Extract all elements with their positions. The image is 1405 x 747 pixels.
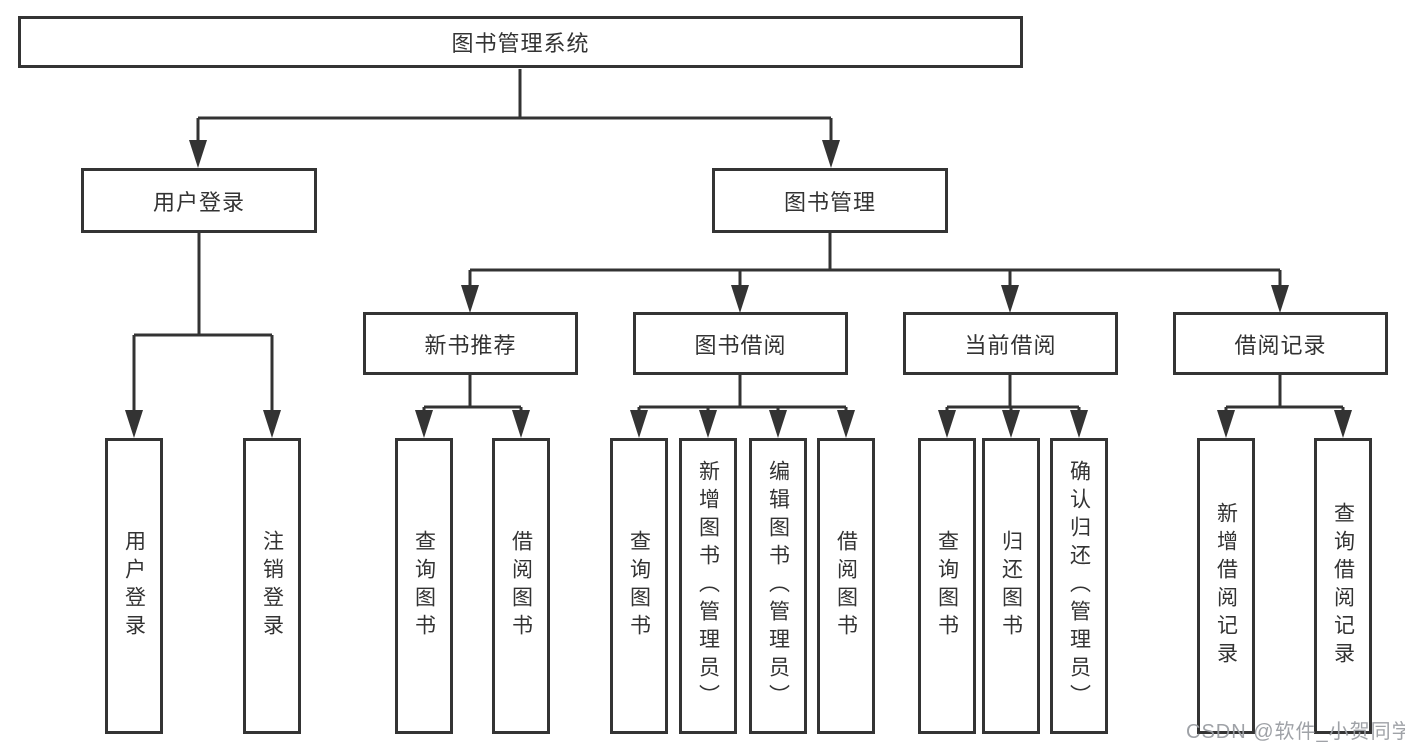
leaf-logout-label: 注销登录 [260,530,284,642]
node-new-book-recommend-label: 新书推荐 [424,332,517,358]
leaf-borrow-books-label: 借阅图书 [834,530,858,642]
node-current-borrowing-label: 当前借阅 [964,332,1057,358]
leaf-confirm-return-admin: 确认归还（管理员） [1050,438,1108,734]
leaf-query-books-recommend: 查询图书 [395,438,453,734]
leaf-user-login-label: 用户登录 [122,530,146,642]
leaf-borrow-books: 借阅图书 [817,438,875,734]
leaf-query-books-current: 查询图书 [918,438,976,734]
leaf-logout: 注销登录 [243,438,301,734]
node-current-borrowing: 当前借阅 [903,312,1118,375]
node-root-system: 图书管理系统 [18,16,1023,68]
node-borrowing-records: 借阅记录 [1173,312,1388,375]
leaf-confirm-return-admin-label: 确认归还（管理员） [1067,460,1091,712]
leaf-query-borrow-record: 查询借阅记录 [1314,438,1372,734]
leaf-query-books-borrowing-label: 查询图书 [627,530,651,642]
leaf-query-borrow-record-label: 查询借阅记录 [1331,502,1355,670]
leaf-edit-books-admin: 编辑图书（管理员） [749,438,807,734]
leaf-add-books-admin-label: 新增图书（管理员） [696,460,720,712]
leaf-return-books: 归还图书 [982,438,1040,734]
leaf-borrow-books-recommend: 借阅图书 [492,438,550,734]
leaf-query-books-recommend-label: 查询图书 [412,530,436,642]
node-user-login: 用户登录 [81,168,317,233]
node-book-borrowing: 图书借阅 [633,312,848,375]
leaf-edit-books-admin-label: 编辑图书（管理员） [766,460,790,712]
node-borrowing-records-label: 借阅记录 [1234,332,1327,358]
leaf-return-books-label: 归还图书 [999,530,1023,642]
leaf-user-login: 用户登录 [105,438,163,734]
node-book-borrowing-label: 图书借阅 [694,332,787,358]
arrowhead-icons [125,140,1352,438]
node-user-login-label: 用户登录 [152,189,245,215]
leaf-add-borrow-record: 新增借阅记录 [1197,438,1255,734]
node-root-label: 图书管理系统 [451,31,590,56]
leaf-add-books-admin: 新增图书（管理员） [679,438,737,734]
leaf-query-books-borrowing: 查询图书 [610,438,668,734]
node-book-management-label: 图书管理 [783,189,876,215]
csdn-watermark: CSDN @软件_小贺同学 [1186,721,1405,743]
node-book-management: 图书管理 [712,168,948,233]
leaf-query-books-current-label: 查询图书 [935,530,959,642]
leaf-add-borrow-record-label: 新增借阅记录 [1214,502,1238,670]
node-new-book-recommend: 新书推荐 [363,312,578,375]
leaf-borrow-books-recommend-label: 借阅图书 [509,530,533,642]
